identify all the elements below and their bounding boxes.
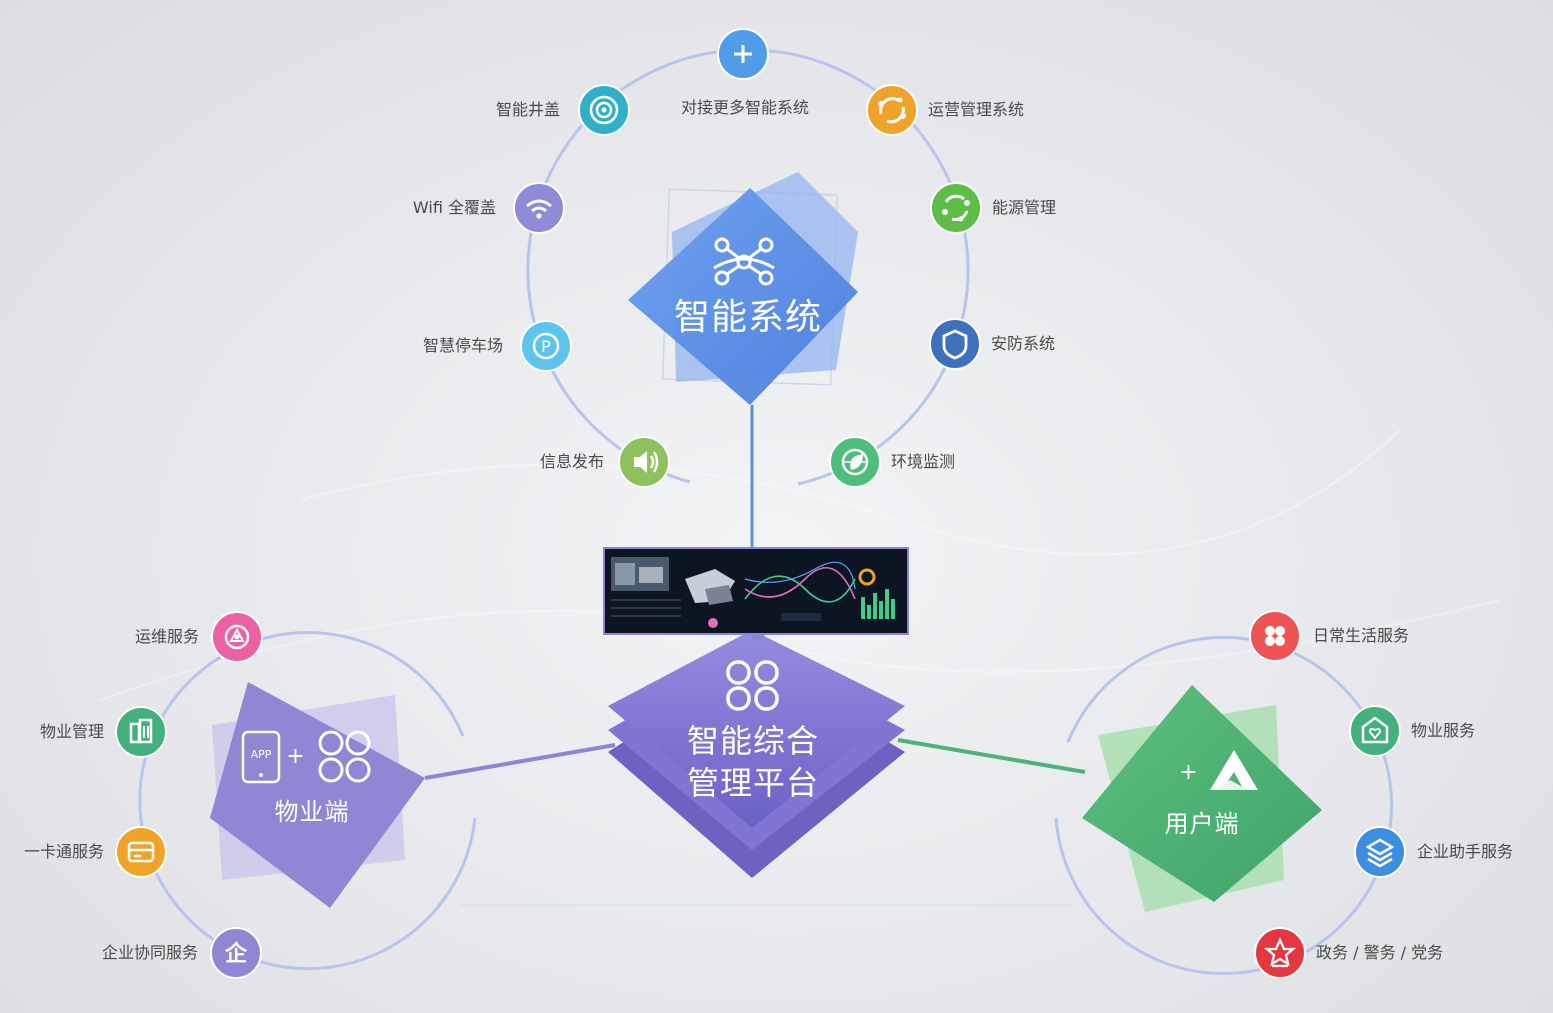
plus-icon xyxy=(717,28,769,80)
node-label: 运营管理系统 xyxy=(928,100,1025,119)
node-label: 物业服务 xyxy=(1411,721,1476,740)
node-label: 政务 / 警务 / 党务 xyxy=(1316,943,1444,962)
card-icon xyxy=(115,826,167,878)
home-heart-icon xyxy=(1349,705,1401,757)
speaker-icon xyxy=(618,436,670,488)
property-plus: + xyxy=(286,744,306,769)
node-label: 运维服务 xyxy=(134,627,199,646)
node-label: 智能井盖 xyxy=(495,100,560,119)
manhole-icon xyxy=(578,84,630,136)
platform-hub xyxy=(608,630,905,878)
node-label: 环境监测 xyxy=(891,452,956,471)
wifi-icon xyxy=(513,182,565,234)
node-label: 日常生活服务 xyxy=(1313,626,1410,645)
enterprise-icon: 企 xyxy=(210,927,262,979)
property-app-badge: APP xyxy=(250,748,272,761)
node-label: 信息发布 xyxy=(539,452,604,471)
node-label: 物业管理 xyxy=(39,722,104,741)
tablet-icon xyxy=(241,730,281,784)
layers-icon xyxy=(1354,826,1406,878)
platform-title-line2: 管理平台 xyxy=(686,764,819,802)
node-label: 一卡通服务 xyxy=(23,842,104,861)
shield-icon xyxy=(929,318,981,370)
dashboard-preview xyxy=(603,547,909,643)
platform-title-line1: 智能综合 xyxy=(686,722,819,760)
connector-user-platform xyxy=(897,738,1086,774)
smart-system-title: 智能系统 xyxy=(673,297,822,338)
star-badge-icon xyxy=(1254,927,1306,979)
node-label: 企业助手服务 xyxy=(1417,842,1514,861)
leaf-globe-icon xyxy=(829,436,881,488)
node-label: 智慧停车场 xyxy=(422,336,503,355)
user-title: 用户端 xyxy=(1164,810,1240,838)
svg-text:P: P xyxy=(541,337,551,356)
energy-icon xyxy=(930,182,982,234)
property-hub xyxy=(210,682,425,908)
node-label: Wifi 全覆盖 xyxy=(412,198,496,217)
svg-text:企: 企 xyxy=(224,941,248,967)
dashboard-preview-image xyxy=(605,549,907,633)
smart-system-hub xyxy=(628,172,858,405)
user-plus: + xyxy=(1179,760,1199,785)
building-icon xyxy=(115,706,167,758)
logo-a-icon xyxy=(1210,750,1258,790)
network-icon xyxy=(713,237,775,286)
node-label: 能源管理 xyxy=(992,198,1057,217)
property-title: 物业端 xyxy=(274,798,350,826)
property-app-icon xyxy=(318,730,371,783)
connector-property-platform xyxy=(424,743,616,780)
node-label: 企业协同服务 xyxy=(101,943,198,962)
node-label: 安防系统 xyxy=(991,334,1056,353)
grid-icon xyxy=(1249,610,1301,662)
cycle-icon xyxy=(866,84,918,136)
platform-app-icon xyxy=(726,660,779,711)
property-ring xyxy=(138,631,477,971)
user-hub xyxy=(1082,685,1322,912)
gear-icon xyxy=(211,611,263,663)
node-label: 对接更多智能系统 xyxy=(681,98,810,117)
parking-icon: P xyxy=(520,320,572,372)
